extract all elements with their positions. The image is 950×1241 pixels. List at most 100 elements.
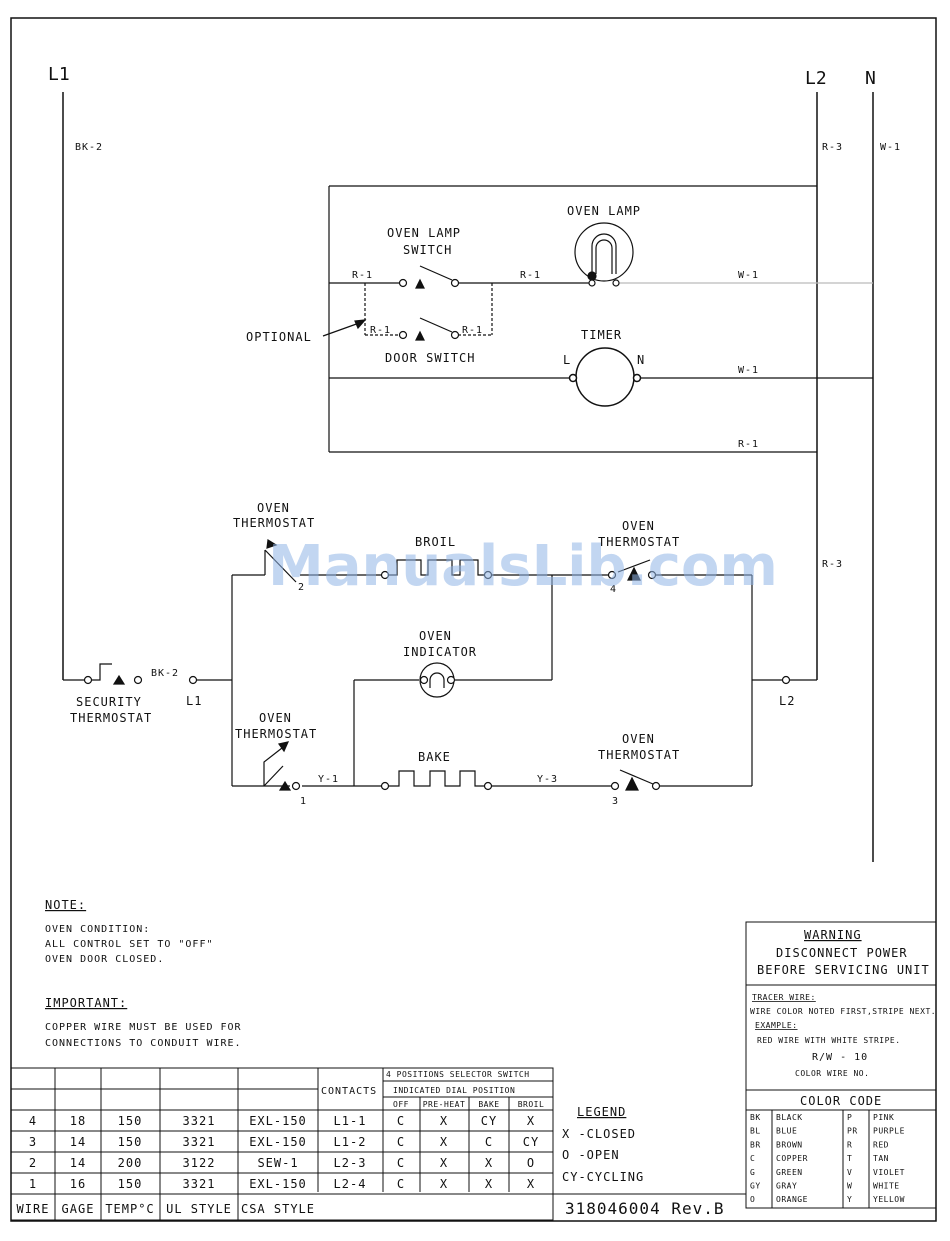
wire-table-cell: EXL-150 bbox=[249, 1135, 307, 1149]
wire-w1-top: W-1 bbox=[880, 142, 901, 153]
position-header: PRE-HEAT bbox=[423, 1100, 466, 1109]
wire-table-cell: X bbox=[527, 1177, 535, 1191]
security-thermostat-symbol bbox=[83, 663, 143, 685]
oven-thermostat-broil-right-label-1: OVEN bbox=[622, 519, 655, 533]
l1-terminal bbox=[188, 675, 198, 685]
color-code-cell: VIOLET bbox=[873, 1168, 905, 1177]
timer-l-label: L bbox=[563, 353, 571, 367]
oven-thermostat-bake-right-label-1: OVEN bbox=[622, 732, 655, 746]
wire-table-header: GAGE bbox=[62, 1202, 95, 1216]
color-code-cell: R bbox=[847, 1140, 852, 1149]
color-code-cell: P bbox=[847, 1113, 852, 1122]
timer-symbol bbox=[568, 347, 642, 407]
oven-lamp-label: OVEN LAMP bbox=[567, 204, 641, 218]
color-code-cell: PURPLE bbox=[873, 1127, 905, 1136]
color-code-cell: RED bbox=[873, 1140, 889, 1149]
wire-bk2-top: BK-2 bbox=[75, 142, 103, 153]
line-l1-label: L1 bbox=[48, 64, 70, 85]
tracer-wire-title: TRACER WIRE: bbox=[752, 993, 816, 1002]
part-number: 318046004 Rev.B bbox=[565, 1199, 725, 1218]
wire-table-cell: 3122 bbox=[183, 1156, 216, 1170]
oven-indicator-label-2: INDICATOR bbox=[403, 645, 477, 659]
broil-element-symbol bbox=[380, 559, 493, 580]
wire-bk2-security: BK-2 bbox=[151, 668, 179, 679]
warning-line: DISCONNECT POWER bbox=[776, 946, 908, 960]
wire-r1-lamp-mid: R-1 bbox=[520, 270, 541, 281]
color-code-cell: ORANGE bbox=[776, 1195, 808, 1204]
color-code-cell: BROWN bbox=[776, 1140, 803, 1149]
timer-n-label: N bbox=[637, 353, 645, 367]
note-line: OVEN CONDITION: bbox=[45, 924, 150, 935]
wire-table-cell: 3321 bbox=[183, 1114, 216, 1128]
note-line: OVEN DOOR CLOSED. bbox=[45, 954, 164, 965]
wire-r1-bottom: R-1 bbox=[738, 439, 759, 450]
wire-r1-door-left: R-1 bbox=[370, 325, 391, 336]
wire-table-grid bbox=[10, 1067, 554, 1221]
wire-table-cell: CY bbox=[481, 1114, 497, 1128]
wire-table-cell: C bbox=[485, 1135, 493, 1149]
color-code-cell: Y bbox=[847, 1195, 852, 1204]
wire-table-cell: L2-3 bbox=[334, 1156, 367, 1170]
watermark: ManualsLib.com bbox=[268, 534, 778, 599]
wire-table-header: CSA STYLE bbox=[241, 1202, 315, 1216]
upper-circuit-wiring bbox=[328, 185, 873, 453]
wire-table-cell: CY bbox=[523, 1135, 539, 1149]
wire-table-cell: EXL-150 bbox=[249, 1177, 307, 1191]
terminal-4-label: 4 bbox=[610, 584, 617, 595]
terminal-2-label: 2 bbox=[298, 582, 305, 593]
wire-table-header: UL STYLE bbox=[166, 1202, 232, 1216]
wire-r1-door-right: R-1 bbox=[462, 325, 483, 336]
wire-r1-lamp-left: R-1 bbox=[352, 270, 373, 281]
security-thermostat-label-2: THERMOSTAT bbox=[70, 711, 152, 725]
wire-table-cell: 14 bbox=[70, 1135, 86, 1149]
oven-indicator-label-1: OVEN bbox=[419, 629, 452, 643]
important-line: CONNECTIONS TO CONDUIT WIRE. bbox=[45, 1038, 242, 1049]
wire-table-cell: 3321 bbox=[183, 1135, 216, 1149]
example-title: EXAMPLE: bbox=[755, 1021, 798, 1030]
wire-table-cell: X bbox=[485, 1177, 493, 1191]
wire-table-cell: 150 bbox=[118, 1177, 143, 1191]
line-l2-label: L2 bbox=[805, 68, 827, 89]
power-lines bbox=[62, 92, 874, 862]
note-line: ALL CONTROL SET TO "OFF" bbox=[45, 939, 214, 950]
warning-title: WARNING bbox=[804, 928, 862, 942]
broil-thermostat-left-symbol bbox=[264, 538, 297, 583]
selector-header: 4 POSITIONS SELECTOR SWITCH bbox=[386, 1070, 530, 1079]
wire-table-cell: 2 bbox=[29, 1156, 37, 1170]
oven-lamp-switch-label-2: SWITCH bbox=[403, 243, 452, 257]
oven-lamp-symbol bbox=[574, 222, 634, 287]
optional-label: OPTIONAL bbox=[246, 330, 312, 344]
optional-arrow bbox=[322, 319, 367, 337]
wire-table-cell: X bbox=[440, 1156, 448, 1170]
broil-label: BROIL bbox=[415, 535, 456, 549]
position-header: BROIL bbox=[518, 1100, 545, 1109]
example-text: RED WIRE WITH WHITE STRIPE. bbox=[757, 1036, 901, 1045]
wire-table-cell: L1-1 bbox=[334, 1114, 367, 1128]
wire-table-cell: 150 bbox=[118, 1114, 143, 1128]
wire-w1-timer: W-1 bbox=[738, 365, 759, 376]
oven-indicator-symbol bbox=[419, 662, 456, 698]
oven-thermostat-bake-right-label-2: THERMOSTAT bbox=[598, 748, 680, 762]
bake-thermostat-right-symbol bbox=[610, 769, 661, 791]
color-code-title: COLOR CODE bbox=[800, 1094, 882, 1108]
wire-table-header: TEMP°C bbox=[105, 1202, 154, 1216]
door-switch-label: DOOR SWITCH bbox=[385, 351, 475, 365]
oven-thermostat-broil-left-label-2: THERMOSTAT bbox=[233, 516, 315, 530]
wire-table-cell: 16 bbox=[70, 1177, 86, 1191]
color-code-cell: C bbox=[750, 1154, 755, 1163]
legend-item: O -OPEN bbox=[562, 1148, 620, 1162]
wire-table-header: WIRE bbox=[17, 1202, 50, 1216]
door-switch-symbol bbox=[398, 317, 460, 341]
color-code-cell: BR bbox=[750, 1140, 761, 1149]
oven-lamp-switch-symbol bbox=[398, 265, 460, 289]
wire-table-cell: 14 bbox=[70, 1156, 86, 1170]
warning-line: BEFORE SERVICING UNIT bbox=[757, 963, 930, 977]
color-code-table-grid bbox=[745, 1089, 937, 1209]
wire-table-cell: C bbox=[397, 1114, 405, 1128]
sheet-border bbox=[10, 17, 937, 1222]
wire-table-cell: 4 bbox=[29, 1114, 37, 1128]
wire-table-cell: C bbox=[397, 1177, 405, 1191]
color-code-cell: YELLOW bbox=[873, 1195, 905, 1204]
